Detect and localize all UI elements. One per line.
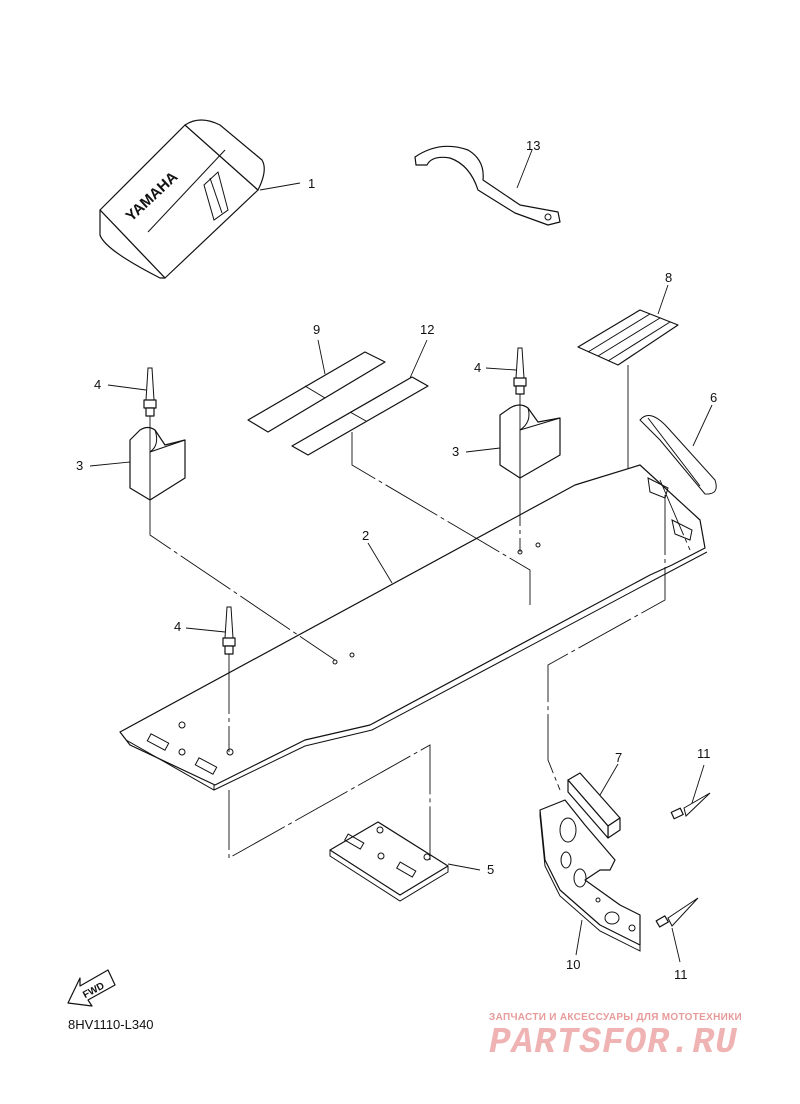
- callout-12: 12: [420, 322, 434, 337]
- part-2-plate: [119, 464, 708, 791]
- callouts: 1 2 3 3 4 4 4 5 6 7 8 9 10 11 11 12 13: [76, 138, 717, 982]
- part-4-rivet-lower: [185, 606, 236, 655]
- watermark-caption: ЗАПЧАСТИ И АКСЕССУАРЫ ДЛЯ МОТОТЕХНИКИ: [489, 1012, 742, 1023]
- callout-9: 9: [313, 322, 320, 337]
- callout-5: 5: [487, 862, 494, 877]
- part-10-plate: [539, 799, 641, 956]
- part-12-label: [291, 339, 429, 456]
- part-4-rivet-center: [485, 347, 527, 395]
- part-3-bracket-center: [465, 404, 561, 479]
- callout-4: 4: [94, 377, 101, 392]
- callout-11: 11: [697, 746, 711, 761]
- part-1-cover: YAMAHA: [99, 119, 301, 279]
- callout-4: 4: [474, 360, 481, 375]
- callout-11: 11: [674, 967, 688, 982]
- part-4-rivet-left: [107, 367, 157, 417]
- diagram-code: 8HV1110-L340: [68, 1017, 154, 1032]
- part-7-pad: [567, 763, 621, 839]
- callout-7: 7: [615, 750, 622, 765]
- part-11-rivet-lower: [655, 897, 699, 963]
- part-13-spanner: [414, 145, 561, 226]
- callout-1: 1: [308, 176, 315, 191]
- part-5-plate: [329, 821, 481, 902]
- callout-4: 4: [174, 619, 181, 634]
- assembly-lines: [149, 394, 691, 860]
- part-11-rivet-upper: [670, 764, 711, 820]
- callout-6: 6: [710, 390, 717, 405]
- callout-13: 13: [526, 138, 540, 153]
- callout-10: 10: [566, 957, 580, 972]
- callout-3: 3: [452, 444, 459, 459]
- watermark-logo: PARTSFOR.RU: [489, 1022, 738, 1063]
- callout-2: 2: [362, 528, 369, 543]
- callout-8: 8: [665, 270, 672, 285]
- callout-3: 3: [76, 458, 83, 473]
- part-6-wire: [639, 404, 717, 495]
- fwd-arrow-icon: FWD: [67, 969, 116, 1007]
- part-9-label: [247, 339, 386, 433]
- part-3-bracket-left: [89, 426, 186, 501]
